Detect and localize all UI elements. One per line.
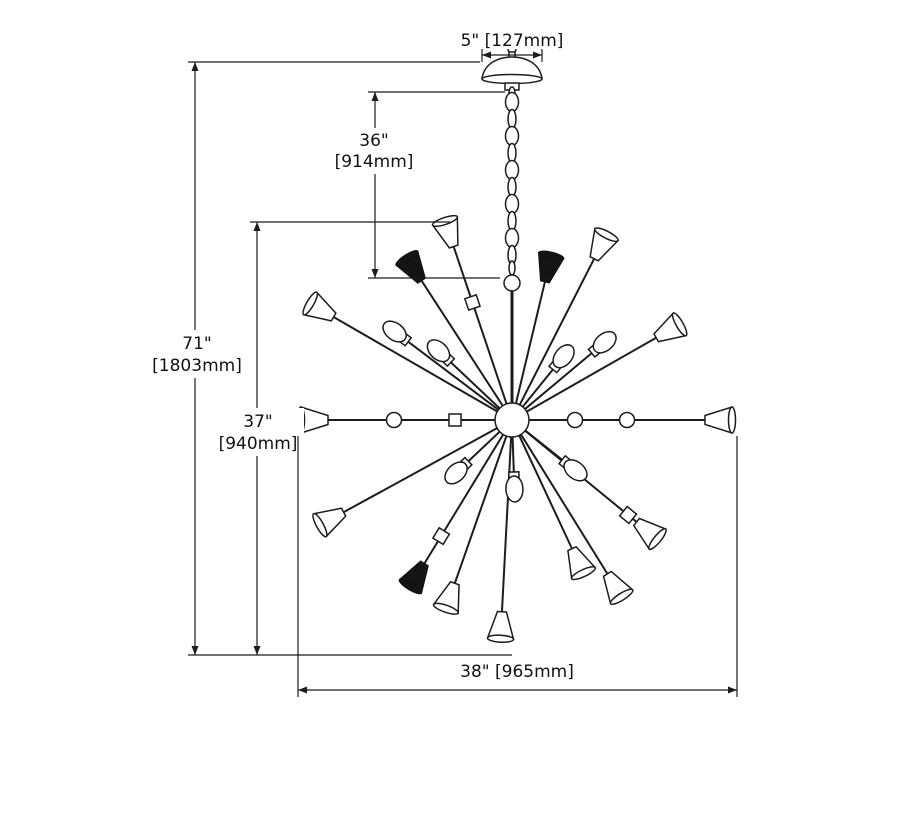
- chain: [503, 86, 521, 292]
- dimension-canopy-width: 5" [127mm]: [460, 31, 564, 62]
- chain-length-mm: [914mm]: [335, 152, 414, 172]
- chain-length-inches: 36": [359, 131, 388, 151]
- dimension-body-width: 38" [965mm]: [297, 436, 738, 697]
- canopy: [481, 44, 543, 91]
- overall-height-mm: [1803mm]: [152, 356, 242, 376]
- canopy-width-label: 5" [127mm]: [461, 31, 564, 51]
- body-height-mm: [940mm]: [219, 434, 298, 454]
- dimension-body-height: 37" [940mm]: [212, 221, 450, 655]
- body-width-label: 38" [965mm]: [460, 662, 574, 682]
- sputnik-arms: [296, 212, 737, 644]
- body-height-inches: 37": [243, 412, 272, 432]
- dimension-overall-height: 71" [1803mm]: [150, 61, 512, 656]
- overall-height-inches: 71": [182, 334, 211, 354]
- center-hub: [494, 402, 530, 438]
- dimension-chain-length: 36" [914mm]: [330, 91, 505, 279]
